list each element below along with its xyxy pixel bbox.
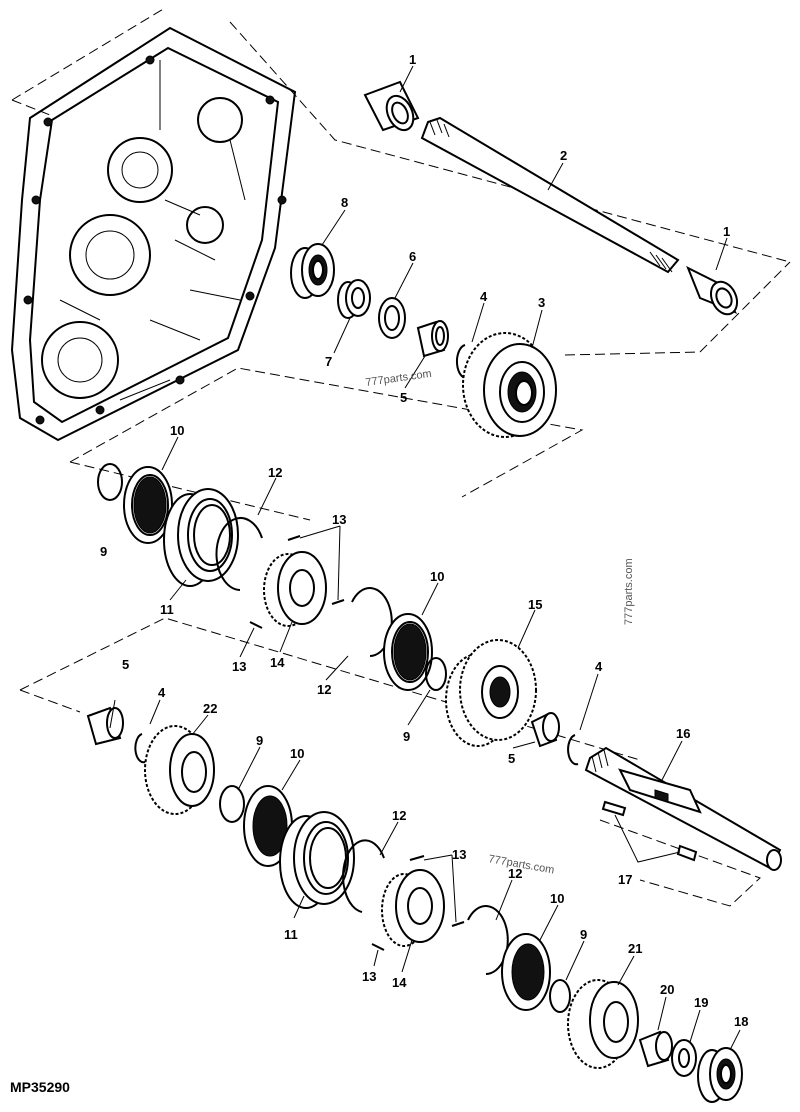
callout-16: 16 — [676, 726, 690, 741]
assembly-outline-lower — [19, 617, 761, 907]
bearing-part-8 — [290, 243, 335, 299]
bushing-part-5-upper — [416, 320, 449, 358]
callout-8: 8 — [341, 195, 348, 210]
callout-4-lower: 4 — [158, 685, 166, 700]
callout-7: 7 — [325, 354, 332, 369]
callout-19: 19 — [694, 995, 708, 1010]
callout-4-upper: 4 — [480, 289, 488, 304]
gear-part-21 — [567, 979, 639, 1069]
callout-3: 3 — [538, 295, 545, 310]
key-parts-13-a — [249, 535, 345, 629]
synchronizer-ring-part-10-b — [383, 613, 433, 691]
callout-1-lower: 1 — [723, 224, 730, 239]
hub-part-14-b — [381, 869, 445, 947]
callout-13-c: 13 — [452, 847, 466, 862]
callout-12-b: 12 — [317, 682, 331, 697]
callout-9-c: 9 — [256, 733, 263, 748]
callout-5-upper: 5 — [400, 390, 407, 405]
key-parts-13-b — [371, 855, 465, 951]
snap-ring-part-12-b — [351, 587, 393, 657]
snap-ring-part-12-a — [215, 517, 263, 591]
washer-part-6 — [378, 297, 406, 339]
callout-labels: 1 2 1 8 6 4 3 7 5 10 12 13 9 11 10 15 13… — [100, 52, 748, 1029]
synchronizer-ring-part-10-a — [123, 466, 173, 544]
callout-4-middle: 4 — [595, 659, 603, 674]
callout-15: 15 — [528, 597, 542, 612]
callout-12-d: 12 — [508, 866, 522, 881]
bearing-part-18 — [697, 1047, 743, 1103]
gear-part-15 — [445, 639, 537, 747]
callout-13-b: 13 — [232, 659, 246, 674]
callout-10-a: 10 — [170, 423, 184, 438]
callout-2: 2 — [560, 148, 567, 163]
synchronizer-ring-part-10-d — [501, 933, 551, 1011]
hub-part-14-a — [263, 551, 327, 627]
callout-18: 18 — [734, 1014, 748, 1029]
gear-part-22 — [144, 725, 215, 815]
callout-9-a: 9 — [100, 544, 107, 559]
callout-12-c: 12 — [392, 808, 406, 823]
output-shaft-part-16 — [584, 746, 782, 871]
figure-id: MP35290 — [10, 1079, 70, 1095]
collar-part-11-b — [279, 811, 355, 909]
callout-1-upper: 1 — [409, 52, 416, 67]
key-parts-17 — [601, 800, 698, 863]
callout-21: 21 — [628, 941, 642, 956]
callout-12-a: 12 — [268, 465, 282, 480]
shaft-part-2 — [420, 116, 680, 274]
callout-13-a: 13 — [332, 512, 346, 527]
callout-9-b: 9 — [403, 729, 410, 744]
bushing-part-5-middle — [530, 712, 560, 748]
snap-ring-part-4-middle — [567, 734, 579, 766]
callout-22: 22 — [203, 701, 217, 716]
watermark-vertical: 777parts.com — [623, 558, 635, 625]
leader-lines — [109, 65, 741, 1051]
snap-ring-part-4-lower — [134, 733, 146, 764]
bushing-part-1-lower — [686, 265, 739, 316]
callout-13-d: 13 — [362, 969, 376, 984]
callout-17: 17 — [618, 872, 632, 887]
callout-14-a: 14 — [270, 655, 285, 670]
callout-5-middle: 5 — [122, 657, 129, 672]
callout-10-b: 10 — [430, 569, 444, 584]
snap-ring-part-12-d — [467, 905, 509, 975]
bushing-part-20 — [638, 1030, 673, 1068]
gear-part-3 — [462, 332, 557, 438]
snap-ring-part-9-a — [97, 463, 123, 501]
callout-9-d: 9 — [580, 927, 587, 942]
callout-6: 6 — [409, 249, 416, 264]
callout-11-b: 11 — [284, 927, 298, 942]
bushing-part-5-lower — [86, 706, 124, 746]
callout-11-a: 11 — [160, 602, 174, 617]
washer-part-19 — [671, 1039, 697, 1077]
spacer-part-7 — [337, 279, 371, 319]
callout-14-b: 14 — [392, 975, 407, 990]
snap-ring-part-9-c — [219, 785, 245, 823]
snap-ring-part-9-d — [549, 979, 571, 1013]
snap-ring-part-12-c — [342, 839, 385, 913]
assembly-outline-middle — [69, 367, 584, 521]
bushing-part-1-upper — [363, 80, 420, 132]
callout-20: 20 — [660, 982, 674, 997]
watermark-upper: 777parts.com — [365, 368, 433, 389]
collar-part-11-a — [163, 488, 239, 587]
callout-5-lower: 5 — [508, 751, 515, 766]
callout-10-c: 10 — [290, 746, 304, 761]
callout-10-d: 10 — [550, 891, 564, 906]
gear-case-housing — [10, 26, 297, 442]
snap-ring-part-9-b — [425, 657, 447, 691]
assembly-outline-top — [11, 7, 791, 356]
